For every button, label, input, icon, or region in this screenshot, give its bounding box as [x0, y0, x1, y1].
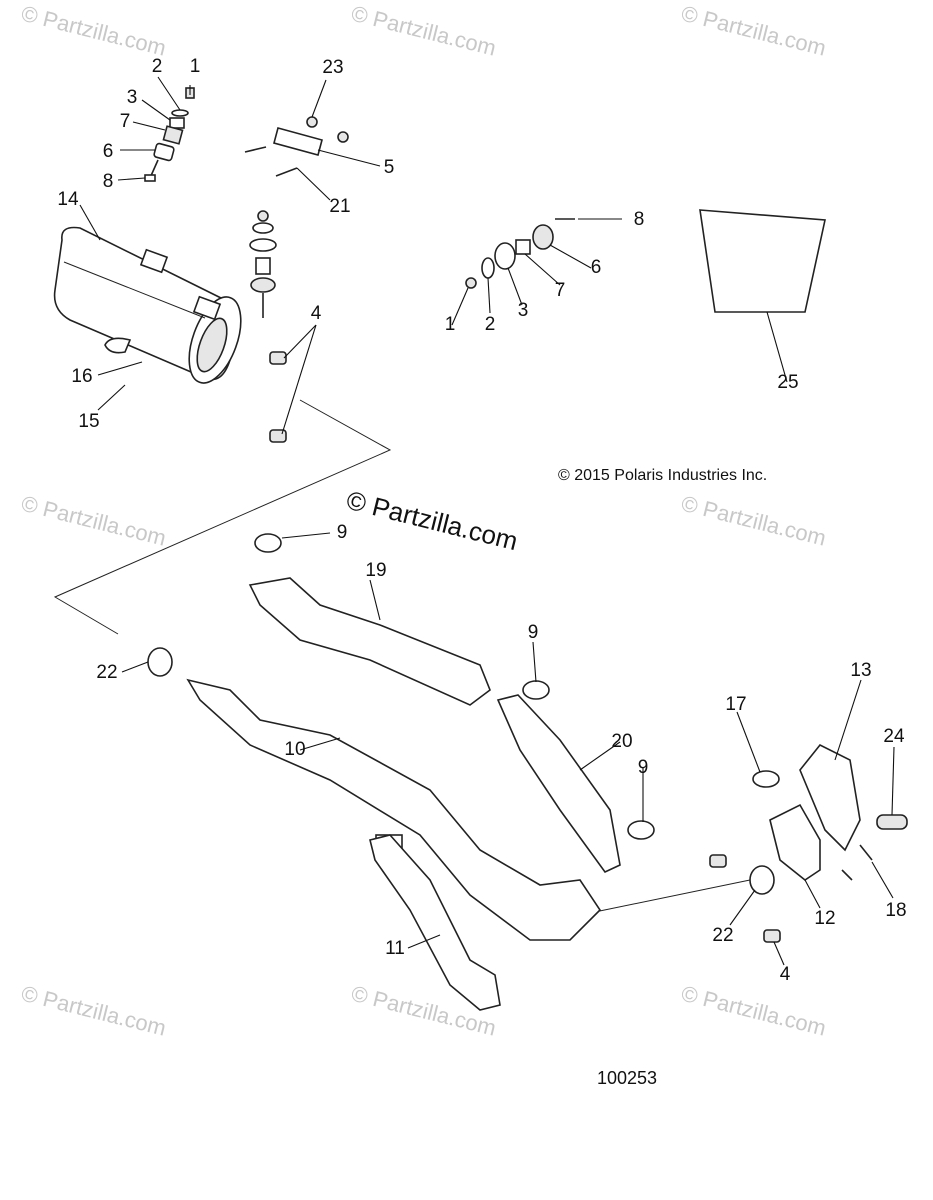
callout-label: 2: [152, 56, 163, 77]
mid-pipe: [248, 577, 491, 706]
callout-label: 2: [485, 314, 496, 335]
watermark: © Partzilla.com: [349, 1, 499, 61]
head-pipe: [186, 678, 602, 941]
callout-label: 4: [780, 964, 791, 985]
mount-stack-right: [465, 218, 575, 289]
callout-label: 7: [120, 111, 131, 132]
callout-label: 8: [634, 209, 645, 230]
watermark: © Partzilla.com: [679, 981, 829, 1041]
callout-label: 13: [850, 660, 871, 681]
heat-shield: [699, 209, 826, 313]
callout-label: 8: [103, 171, 114, 192]
gasket-right: [749, 865, 775, 895]
callout-label: 17: [725, 694, 746, 715]
callout-label: 9: [528, 622, 539, 643]
watermark: © Partzilla.com: [19, 491, 169, 551]
bolt-18b: [859, 844, 873, 861]
hardware-top-left: [144, 87, 195, 182]
callout-label: 16: [71, 366, 92, 387]
callout-label: 7: [555, 280, 566, 301]
callout-label: 24: [883, 726, 905, 747]
callout-label: 19: [365, 560, 386, 581]
callout-label: 25: [777, 372, 798, 393]
callout-label: 10: [284, 739, 305, 760]
callout-label: 14: [57, 189, 79, 210]
callout-label: 12: [814, 908, 835, 929]
callout-label: 6: [103, 141, 114, 162]
callout-label: 4: [311, 303, 322, 324]
callout-label: 6: [591, 257, 602, 278]
callout-label: 21: [329, 196, 350, 217]
callout-label: 3: [518, 300, 529, 321]
callout-label: 22: [712, 925, 733, 946]
exhaust-elbow: [769, 803, 821, 881]
cap-24: [876, 814, 908, 830]
callout-label: 15: [78, 411, 99, 432]
callout-label: 18: [885, 900, 906, 921]
callout-label: 9: [638, 757, 649, 778]
diagram-number: 100253: [597, 1068, 657, 1088]
callout-label: 1: [190, 56, 201, 77]
assembly-line-headpipe: [589, 879, 751, 914]
watermark: © Partzilla.com: [19, 1, 169, 61]
copyright: © 2015 Polaris Industries Inc.: [558, 467, 767, 484]
pipe-shield: [496, 694, 621, 874]
callout-label: 1: [445, 314, 456, 335]
gasket-17: [752, 770, 780, 788]
watermark: © Partzilla.com: [679, 491, 829, 551]
mount-stack-center: [249, 210, 277, 318]
callout-label: 23: [322, 57, 343, 78]
callout-label: 11: [385, 938, 405, 959]
watermark: © Partzilla.com: [19, 981, 169, 1041]
leader-lines: [79, 76, 895, 966]
callout-label: 22: [96, 662, 117, 683]
assembly-line-muffler: [53, 399, 392, 635]
springs: [269, 351, 781, 943]
callout-label: 5: [384, 157, 395, 178]
gasket-left: [147, 647, 173, 677]
callout-label: 3: [127, 87, 138, 108]
callout-label: 9: [337, 522, 348, 543]
watermark: © Partzilla.com: [679, 1, 829, 61]
muffler: [53, 226, 242, 384]
bolt-18a: [841, 869, 853, 881]
exhaust-outlet: [799, 743, 861, 852]
callout-label: 20: [611, 731, 632, 752]
bracket: [244, 116, 349, 177]
callouts: 1 2 3 7 6 8 23 5 21 14 4 16 15 8 6 7 3 2…: [57, 56, 906, 985]
lower-pipe: [369, 834, 501, 1011]
watermark-center: © Partzilla.com: [344, 485, 521, 556]
